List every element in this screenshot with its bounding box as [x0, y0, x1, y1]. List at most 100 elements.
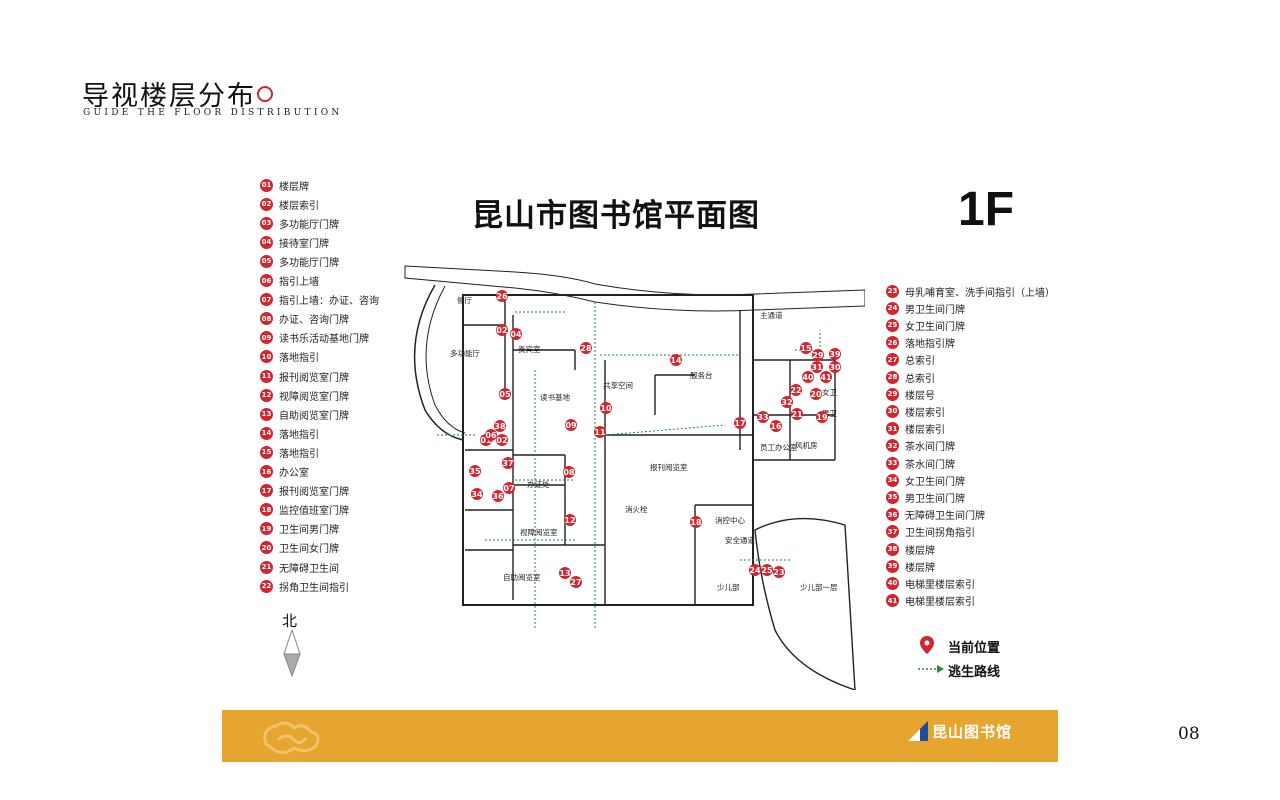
map-marker-04: 04	[510, 328, 522, 340]
room-children-one: 少儿部一层	[800, 582, 838, 592]
map-marker-37: 37	[502, 457, 514, 469]
north-arrow-icon	[283, 630, 301, 678]
legend-label: 报刊阅览室门牌	[279, 372, 349, 384]
building-outline	[462, 294, 754, 606]
legend-item: 13 自助阅览室门牌	[260, 406, 349, 422]
map-marker-02: 02	[496, 434, 508, 446]
marker-circle	[563, 466, 575, 478]
marker-number: 05	[499, 390, 511, 399]
marker-number: 06	[485, 431, 497, 440]
marker-circle	[811, 361, 823, 373]
legend-item: 21 无障碍卫生间	[260, 559, 339, 575]
map-marker-16: 16	[770, 420, 782, 432]
map-marker-12: 12	[564, 514, 576, 526]
legend-number-badge: 07	[260, 293, 273, 307]
legend-label: 指引上墙：办证、咨询	[279, 296, 379, 308]
marker-number: 21	[791, 410, 803, 419]
decorative-cloud-icon	[263, 721, 320, 755]
marker-circle	[829, 361, 841, 373]
red-circle-icon	[257, 86, 273, 102]
legend-number-badge: 16	[260, 465, 273, 478]
map-marker-35: 35	[469, 465, 481, 477]
marker-number: 29	[812, 351, 824, 360]
marker-number: 17	[734, 419, 745, 428]
marker-number: 36	[492, 492, 504, 501]
room-service-desk: 服务台	[690, 370, 713, 380]
page-number: 08	[1178, 724, 1200, 744]
marker-number: 14	[670, 356, 682, 365]
map-marker-41: 41	[820, 371, 832, 383]
map-marker-28: 28	[580, 342, 592, 354]
marker-number: 31	[811, 363, 823, 372]
map-marker-20: 20	[810, 388, 822, 400]
legend-label: 无障碍卫生间	[279, 563, 339, 575]
legend-number-badge: 08	[260, 312, 273, 326]
legend-label: 男卫生间门牌	[905, 493, 965, 505]
map-marker-27: 27	[570, 576, 582, 588]
marker-number: 26	[496, 292, 508, 301]
marker-circle	[749, 564, 761, 576]
legend-label: 卫生间男门牌	[279, 525, 339, 537]
legend-label: 楼层索引	[279, 200, 319, 212]
legend-item: 02 楼层索引	[260, 196, 319, 212]
legend-label: 茶水间门牌	[905, 459, 955, 471]
legend-item: 33 茶水间门牌	[886, 455, 955, 471]
map-marker-33: 33	[757, 411, 769, 423]
marker-number: 12	[564, 516, 575, 525]
map-marker-39: 39	[829, 348, 841, 360]
room-newspaper: 报刊阅览室	[650, 462, 688, 472]
marker-circle	[781, 396, 793, 408]
map-marker-18: 18	[690, 516, 702, 528]
legend-label: 自助阅览室门牌	[279, 410, 349, 422]
legend-number-badge: 22	[260, 579, 273, 593]
map-marker-21: 21	[791, 408, 803, 420]
legend-number-badge: 13	[260, 407, 273, 421]
marker-circle	[670, 354, 682, 366]
marker-circle	[494, 420, 506, 432]
legend-label: 女卫生间门牌	[905, 476, 965, 488]
marker-number: 23	[773, 568, 784, 577]
marker-number: 04	[510, 330, 522, 339]
legend-number-badge: 17	[260, 484, 273, 498]
map-marker-19: 19	[816, 411, 828, 423]
map-marker-06: 06	[485, 429, 497, 441]
room-wind: 风机房	[795, 440, 818, 450]
marker-circle	[565, 419, 577, 431]
map-marker-22: 22	[790, 384, 802, 396]
map-marker-40: 40	[802, 371, 814, 383]
marker-number: 16	[770, 422, 782, 431]
marker-number: 01	[480, 436, 492, 445]
map-marker-11: 11	[594, 426, 606, 438]
floor-label: 1F	[958, 183, 1015, 236]
marker-circle	[800, 342, 812, 354]
legend-label: 落地指引牌	[905, 339, 955, 351]
map-marker-08: 08	[563, 466, 575, 478]
marker-number: 09	[565, 421, 577, 430]
legend-number-badge: 37	[886, 525, 899, 539]
marker-circle	[757, 411, 769, 423]
legend-number-badge: 21	[260, 560, 273, 574]
marker-number: 07	[503, 484, 514, 493]
legend-label: 楼层索引	[905, 407, 945, 419]
legend-label: 母乳哺育室、洗手间指引（上墙）	[905, 287, 1055, 299]
legend-number-badge: 02	[260, 197, 273, 211]
marker-number: 33	[757, 413, 768, 422]
marker-circle	[502, 457, 514, 469]
legend-number-badge: 32	[886, 439, 899, 453]
map-marker-32: 32	[781, 396, 793, 408]
marker-circle	[600, 402, 612, 414]
legend-number-badge: 33	[886, 456, 899, 470]
legend-label: 电梯里楼层索引	[905, 597, 975, 609]
